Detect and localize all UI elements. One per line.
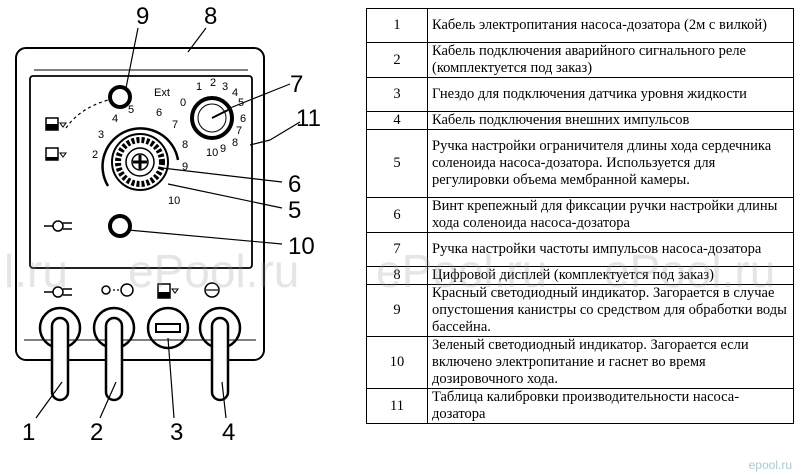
ext-label: Ext xyxy=(154,87,170,99)
watermark: ePool.ru xyxy=(128,245,300,297)
callout-2: 2 xyxy=(90,419,103,446)
footer-watermark: epool.ru xyxy=(748,458,792,472)
callout-11: 11 xyxy=(296,105,321,132)
power-plug-icon-small xyxy=(44,286,72,298)
dial-scale-number: 5 xyxy=(128,104,134,116)
legend-description: Кабель подключения аварийного сигнальног… xyxy=(427,42,794,78)
callout-1: 1 xyxy=(22,419,35,446)
legend-number: 2 xyxy=(366,42,428,78)
callout-3: 3 xyxy=(170,419,183,446)
alarm-relay-gland xyxy=(92,306,136,402)
dial-scale-number: 7 xyxy=(236,125,242,137)
dial-scale-number: 1 xyxy=(196,81,202,93)
external-pulse-gland xyxy=(198,306,242,402)
legend-description: Кабель подключения внешних импульсов xyxy=(427,111,794,130)
watermark: l.ru xyxy=(4,245,68,297)
legend-description: Ручка настройки ограничителя длины хода … xyxy=(427,129,794,198)
dial-scale-number: 6 xyxy=(240,113,246,125)
stroke-length-knob[interactable] xyxy=(101,127,180,191)
green-led-indicator xyxy=(108,214,132,238)
legend-number: 11 xyxy=(366,388,428,424)
level-sensor-socket xyxy=(146,306,190,350)
dial-scale-number: 4 xyxy=(232,87,238,99)
legend-description: Таблица калибровки производительности на… xyxy=(427,388,794,424)
dial-scale-number: 9 xyxy=(220,143,226,155)
dial-scale-number: 7 xyxy=(172,119,178,131)
red-led-indicator xyxy=(108,85,132,109)
dial-scale-number: 3 xyxy=(98,129,104,141)
dial-scale-number: 8 xyxy=(182,139,188,151)
dial-scale-number: 4 xyxy=(112,113,118,125)
dial-scale-number: 3 xyxy=(222,81,228,93)
callout-5: 5 xyxy=(288,197,301,224)
dial-scale-number: 6 xyxy=(156,107,162,119)
level-empty-icon xyxy=(45,117,67,131)
dial-scale-number: 8 xyxy=(232,137,238,149)
legend-description: Винт крепежный для фиксации ручки настро… xyxy=(427,197,794,233)
legend-description: Гнездо для подключения датчика уровня жи… xyxy=(427,77,794,112)
pump-housing xyxy=(15,47,265,361)
dial-scale-number: 9 xyxy=(182,161,188,173)
legend-number: 10 xyxy=(366,336,428,389)
dial-scale-number: 0 xyxy=(180,97,186,109)
power-cable-gland xyxy=(38,306,82,402)
fixing-screw xyxy=(131,153,149,171)
legend-number: 3 xyxy=(366,77,428,112)
dial-scale-number: 10 xyxy=(168,195,180,207)
callout-6: 6 xyxy=(288,171,301,198)
callout-9: 9 xyxy=(136,3,149,30)
legend-number: 9 xyxy=(366,284,428,337)
callout-7: 7 xyxy=(290,71,303,98)
dial-scale-number: 2 xyxy=(210,77,216,89)
callout-10: 10 xyxy=(288,233,315,260)
power-plug-icon xyxy=(44,220,72,232)
level-full-icon xyxy=(45,147,67,161)
watermark: ePool.ru xyxy=(604,245,776,297)
dial-scale-number: 10 xyxy=(206,147,218,159)
frequency-knob[interactable] xyxy=(190,96,234,140)
legend-number: 6 xyxy=(366,197,428,233)
legend-description: Кабель электропитания насоса-дозатора (2… xyxy=(427,8,794,43)
legend-description: Красный светодиодный индикатор. Загорает… xyxy=(427,284,794,337)
legend-description: Зеленый светодиодный индикатор. Загорает… xyxy=(427,336,794,389)
callout-4: 4 xyxy=(222,419,235,446)
callout-8: 8 xyxy=(204,3,217,30)
legend-number: 1 xyxy=(366,8,428,43)
level-sensor-icon xyxy=(157,283,179,299)
legend-description: Ручка настройки частоты импульсов насоса… xyxy=(427,232,794,267)
relay-icon xyxy=(101,283,134,297)
legend-number: 5 xyxy=(366,129,428,198)
legend-number: 4 xyxy=(366,111,428,130)
pulse-icon xyxy=(204,282,220,298)
dial-scale-number: 2 xyxy=(92,149,98,161)
control-panel xyxy=(29,75,253,269)
legend-description: Цифровой дисплей (комплектуется под зака… xyxy=(427,266,794,285)
watermark: ePool.ru xyxy=(376,245,548,297)
